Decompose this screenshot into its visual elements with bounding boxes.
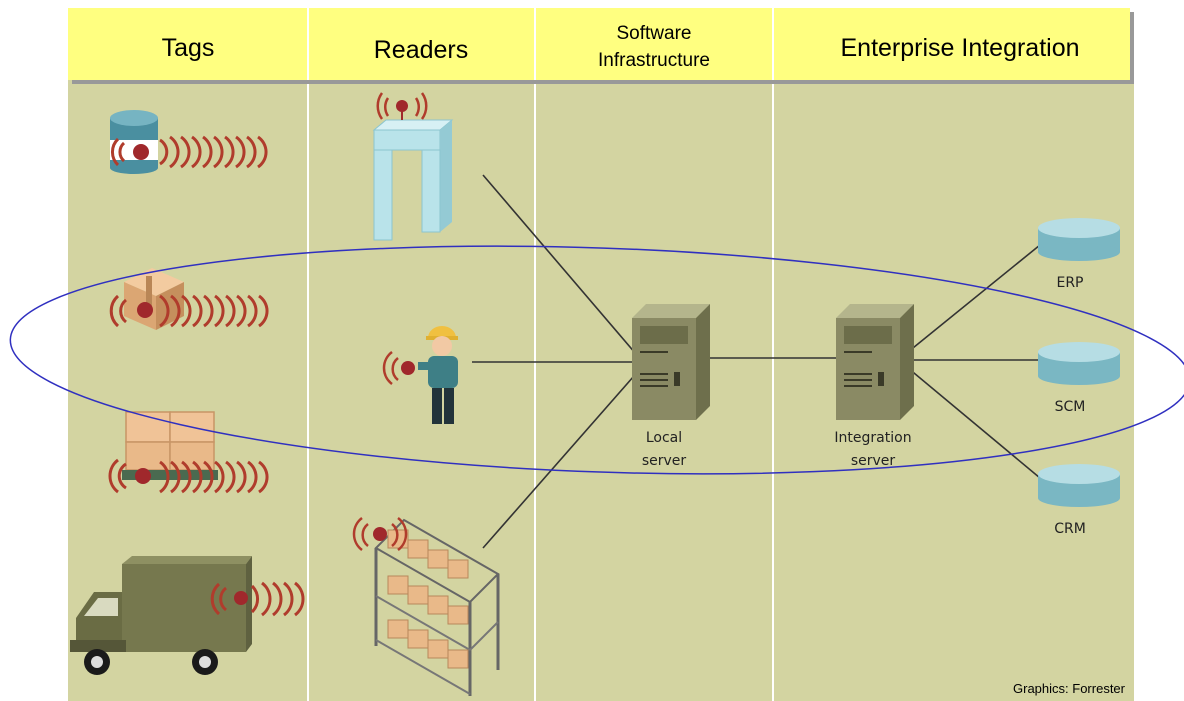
server-icon: [836, 304, 914, 420]
graphics-credit: Graphics: Forrester: [1013, 681, 1126, 696]
portal-reader-icon: [372, 92, 454, 241]
header-bar: [68, 8, 1130, 80]
handheld-reader-icon: [382, 326, 458, 424]
database-icon: [1038, 464, 1120, 507]
crm-label: CRM: [1054, 521, 1086, 537]
column-title-software-line1: Software: [617, 23, 692, 44]
can-icon: [110, 110, 268, 174]
database-icon: [1038, 342, 1120, 385]
server-icon: [632, 304, 710, 420]
truck-icon: [70, 556, 305, 675]
highlight-ellipse: [9, 245, 1184, 475]
connection-lines: [472, 174, 1041, 549]
pallet-icon: [108, 411, 269, 494]
column-dividers: [307, 80, 774, 701]
column-title-readers: Readers: [374, 36, 469, 64]
erp-label: ERP: [1056, 275, 1083, 291]
shelf-reader-icon: [352, 517, 500, 696]
header-dividers: [307, 8, 774, 80]
column-title-software-line2: Infrastructure: [598, 50, 710, 71]
integration-server-label-line1: Integration: [834, 430, 911, 446]
scm-label: SCM: [1055, 399, 1086, 415]
column-title-tags: Tags: [162, 34, 215, 62]
integration-server-label-line2: server: [851, 453, 896, 469]
local-server-label-line1: Local: [646, 430, 682, 446]
database-icon: [1038, 218, 1120, 261]
local-server-label-line2: server: [642, 453, 687, 469]
column-title-enterprise: Enterprise Integration: [840, 34, 1079, 62]
